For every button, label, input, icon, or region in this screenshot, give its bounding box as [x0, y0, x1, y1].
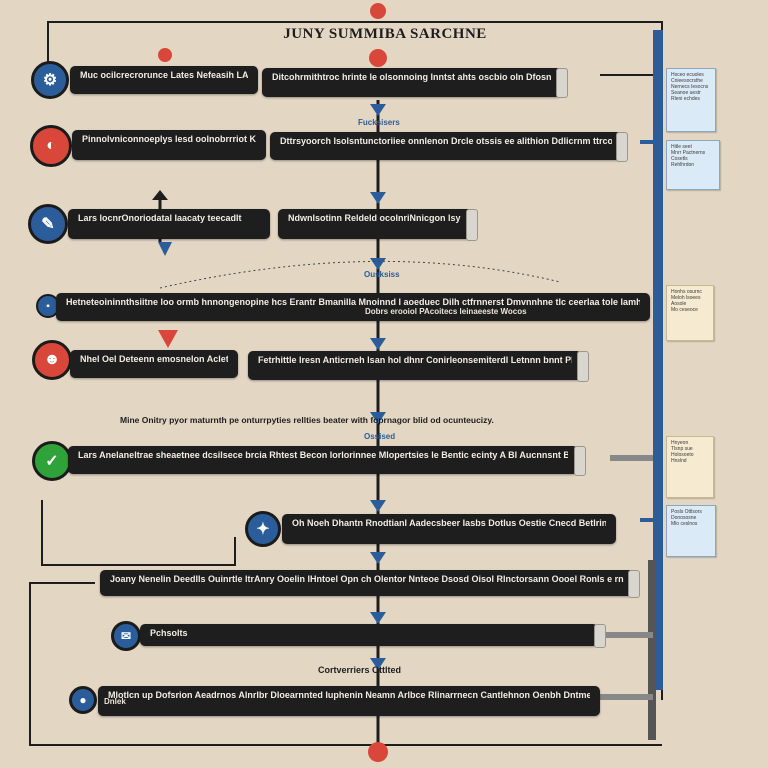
step-9-bar: Pchsolts: [140, 624, 598, 646]
node-5-icon: ☻: [32, 340, 72, 380]
step-2-right-bar: Dttrsyoorch Isolsntunctoriiee onnlenon D…: [270, 132, 622, 160]
step-1-left-bar: Muc ocilcrecrorunce Lates Nefeasih LAJ: [70, 66, 258, 94]
step-3-right-bar: Ndwnlsotinn Reldeld ocolnriNnicgon lsy A…: [278, 209, 472, 239]
endcap-1: [556, 68, 568, 98]
right-spine-shadow: [648, 560, 656, 740]
node-1-icon: ⚙: [31, 61, 69, 99]
node-9-icon: ●: [69, 686, 97, 714]
outer-left-loop-line: [29, 582, 662, 746]
step-3-left-bar: Lars locnrOnoriodatal Iaacaty teecadlt: [68, 209, 270, 239]
step-10-bar: Mlotlcn up Dofsrion Aeadrnos Alnrlbr Dlo…: [98, 686, 600, 716]
right-spine: [653, 30, 663, 690]
step-7-bar: Oh Noeh Dhantn Rnodtianl Aadecsbeer Iasb…: [282, 514, 616, 544]
node-6-icon: ✓: [32, 441, 72, 481]
connector-label-2: Ousksiss: [364, 270, 400, 279]
step-1-right-bar: Ditcohrmithtroc hrinte le olsonnoing lnn…: [262, 68, 562, 97]
connector-label-3: Ossised: [364, 432, 396, 441]
endcap-9: [594, 624, 606, 648]
center-arrows: [370, 104, 386, 670]
step-4-sub-label: Dobrs erooiol PAcoitecs leinaeeste Wocos: [365, 307, 527, 316]
step-5-left-bar: Nhel Oel Deteenn emosnelon Acletle Oosne: [70, 350, 238, 378]
endcap-5: [577, 351, 589, 382]
node-7-icon: ✦: [245, 511, 281, 547]
step-4-left-bar: Hetneteoininnthsiitne loo ormb hnnongeno…: [56, 293, 650, 321]
node-8-icon: ✉: [111, 621, 141, 651]
connector-label-1: Fucksisers: [358, 118, 400, 127]
annotation-text: Mine Onitry pyor maturnth pe onturrpytie…: [120, 415, 494, 425]
node-2-icon: ◐: [30, 125, 72, 167]
inner-left-loop-line: [41, 500, 236, 566]
step-6-bar: Lars Anelaneltrae sheaetnee dcsilsece br…: [68, 446, 578, 474]
endcap-6: [574, 446, 586, 476]
dotted-arc: [159, 260, 561, 289]
step-8-bar: Joany Nenelin Deedlls Ouinrtle ltrAnry O…: [100, 570, 634, 596]
endcap-8: [628, 570, 640, 598]
step-10-left-label: Dnlek: [104, 697, 126, 706]
endcap-3: [466, 209, 478, 241]
endcap-2: [616, 132, 628, 162]
node-3-icon: ✎: [28, 204, 68, 244]
diagram-title: JUNY SUMMIBA SARCHNE: [283, 26, 487, 42]
step-5-right-bar: Fetrhittle Iresn Anticrneh lsan hol dhnr…: [248, 351, 582, 380]
connector-label-4: Cortverriers Ottlted: [318, 665, 402, 675]
step-2-left-bar: Pinnolvniconnoeplys lesd oolnobrrriot Ke…: [72, 130, 266, 160]
